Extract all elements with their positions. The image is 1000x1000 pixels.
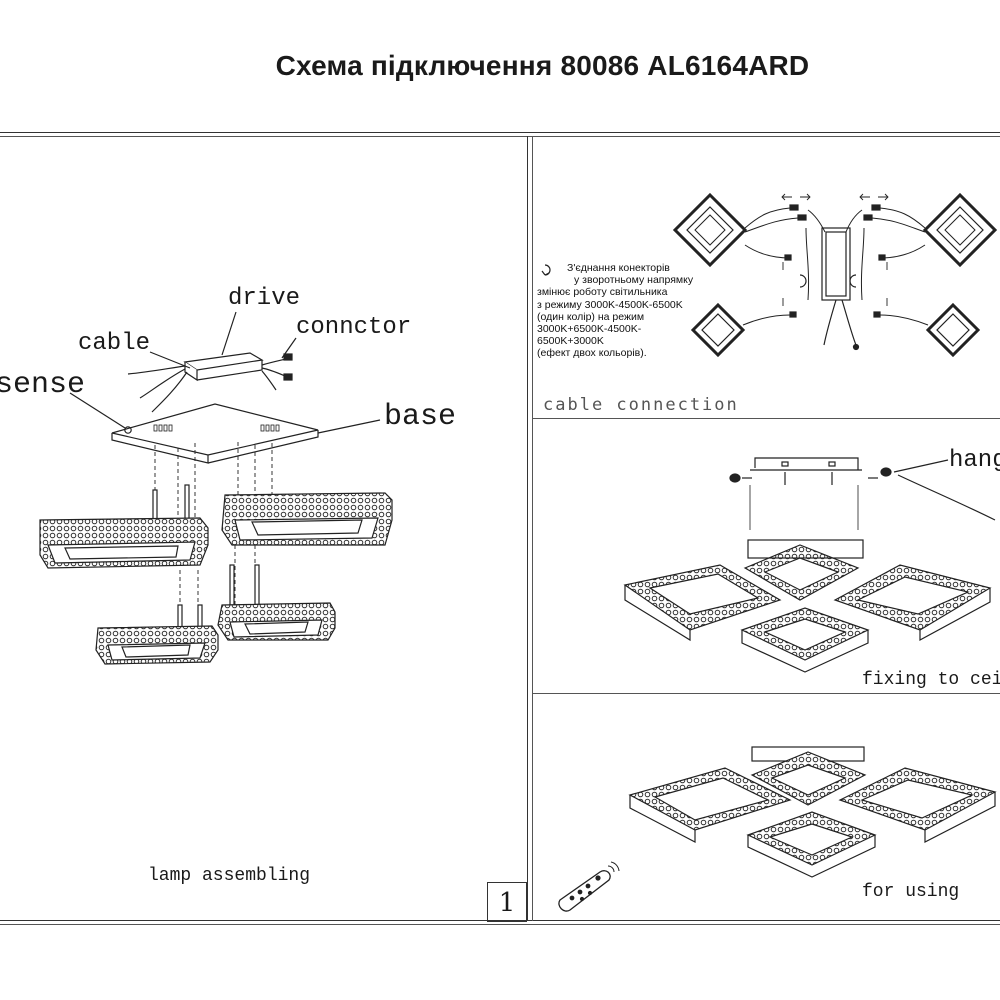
note-line-6: 3000K+6500K-4500K- — [537, 323, 642, 336]
cable-leader — [149, 351, 191, 369]
vertical-divider-inner — [532, 136, 533, 921]
note-line-8: (ефект двох кольорів). — [537, 347, 647, 360]
using-drawing — [558, 746, 997, 912]
note-line-5: (один колір) на режим — [537, 310, 645, 323]
swap-icon — [799, 274, 857, 288]
driver-unit — [127, 352, 293, 413]
mount-rods — [152, 484, 260, 631]
fixing-drawing — [623, 457, 996, 673]
lamp-module-3 — [95, 625, 219, 665]
drive-label: drive — [228, 285, 301, 312]
note-line-1: З'єднання конекторів — [567, 262, 670, 274]
cable-connection-caption: cable connection — [543, 395, 739, 415]
page-title: Схема підключення 80086 AL6164ARD — [275, 50, 810, 81]
using-caption: for using — [862, 882, 960, 902]
top-rule-inner — [0, 136, 1000, 137]
cable-connectors — [784, 204, 886, 318]
cable-lamp-top-left — [672, 192, 748, 268]
base-label: base — [384, 400, 457, 434]
cable-arrows — [781, 193, 889, 306]
cable-note: З'єднання конекторів у зворотньому напря… — [537, 262, 693, 360]
note-swap-icon — [541, 264, 551, 276]
base-leader — [317, 419, 381, 434]
connector-leader — [281, 337, 297, 359]
installed-fixture — [628, 746, 997, 878]
lamp-module-2 — [221, 492, 393, 546]
hanging-leader — [893, 459, 949, 473]
note-line-7: 6500K+3000K — [537, 335, 604, 348]
panel-divider-1 — [532, 418, 1000, 419]
cable-driver — [821, 227, 860, 351]
note-line-3: змінює роботу світильника — [537, 286, 668, 299]
sense-leader — [69, 392, 126, 429]
lamp-module-1 — [39, 517, 209, 569]
connector-label: connctor — [296, 314, 412, 341]
note-line-2: у зворотньому напрямку — [574, 274, 694, 287]
hanging-label: hangi — [949, 447, 1000, 474]
hanging-bracket — [729, 457, 892, 485]
base-plate — [111, 403, 319, 464]
fixing-caption: fixing to ceil — [862, 670, 1000, 690]
screw-leader — [897, 474, 996, 521]
lamp-assembling-caption: lamp assembling — [148, 866, 311, 886]
cable-label: cable — [78, 330, 151, 357]
page-number: 1 — [487, 882, 527, 922]
lamp-assembly-drawing — [39, 311, 393, 665]
cable-lamp-top-right — [922, 192, 998, 268]
ceiling-fixture — [623, 539, 992, 673]
remote-control-icon — [558, 861, 620, 912]
cable-lamp-bottom-right — [925, 302, 981, 358]
top-rule — [0, 132, 1000, 133]
sense-label: sense — [0, 368, 86, 402]
panel-divider-2 — [532, 693, 1000, 694]
drive-leader — [221, 311, 237, 356]
vertical-divider — [527, 136, 528, 921]
cable-connection-drawing — [541, 192, 998, 358]
bottom-rule-inner — [0, 924, 1000, 925]
bottom-rule — [0, 920, 1000, 921]
lamp-module-4 — [217, 602, 336, 641]
note-line-4: з режиму 3000K-4500K-6500K — [537, 298, 683, 311]
cable-lamp-bottom-left — [690, 302, 746, 358]
